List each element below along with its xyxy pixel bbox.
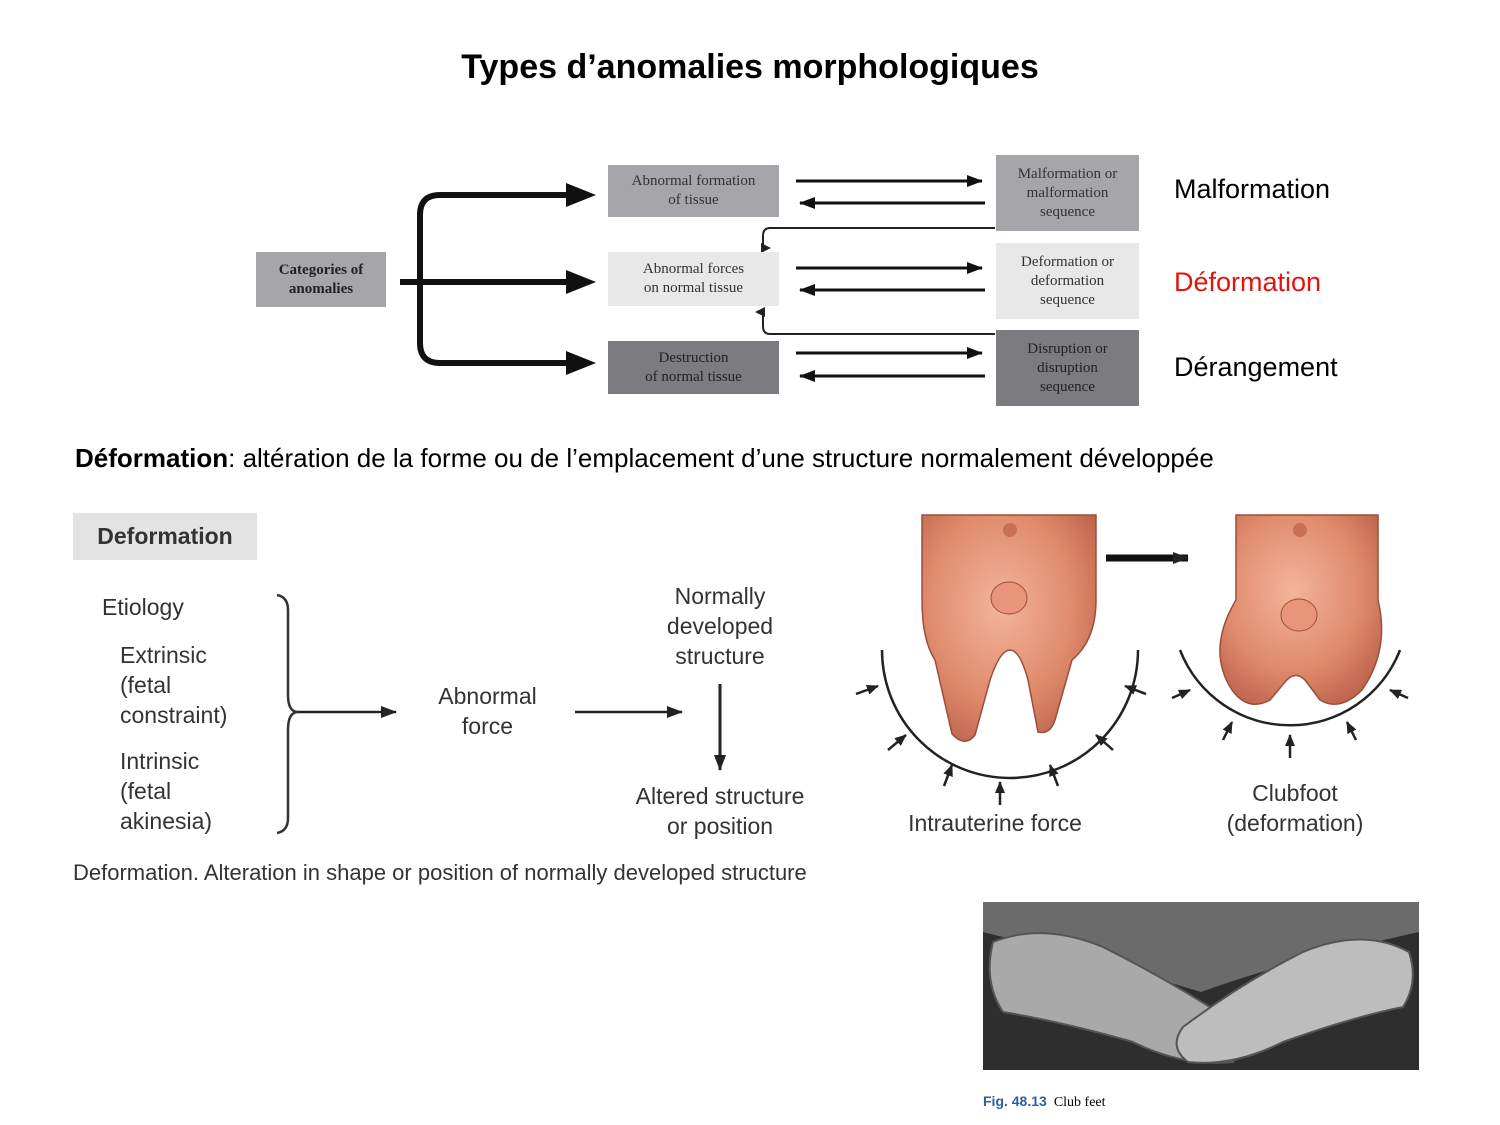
deformation-flow-diagram: [276, 514, 1409, 835]
infant-illustration-right: [1219, 514, 1383, 705]
double-arrow-malformation: [796, 175, 985, 209]
club-feet-photo: [983, 902, 1419, 1070]
categories-diagram: [400, 175, 995, 382]
etiology-label: Etiology: [102, 594, 184, 620]
normal-structure-label: Normally developed structure: [666, 583, 774, 669]
clubfoot-label: Clubfoot (deformation): [1226, 780, 1364, 836]
force-arrows-right: [1171, 688, 1409, 758]
feedback-arrow-top: [761, 227, 995, 253]
uterine-arc-left: [880, 649, 1140, 780]
photo-figure-number: Fig. 48.13: [983, 1093, 1047, 1109]
cause-box-forces: Abnormal forces on normal tissue: [608, 252, 779, 306]
definition-text: : altération de la forme ou de l’emplace…: [228, 443, 1214, 473]
intrauterine-force-label: Intrauterine force: [908, 810, 1082, 836]
cause-box-formation: Abnormal formation of tissue: [608, 165, 779, 217]
label-derangement: Dérangement: [1174, 352, 1338, 382]
cause-box-destruction: Destruction of normal tissue: [608, 341, 779, 394]
branch-bracket: [417, 192, 585, 280]
label-malformation: Malformation: [1174, 174, 1331, 204]
altered-structure-label: Altered structure or position: [635, 783, 805, 839]
outcome-box-malformation: Malformation or malformation sequence: [996, 155, 1139, 231]
figure-caption: Deformation. Alteration in shape or posi…: [73, 860, 807, 885]
outcome-box-deformation: Deformation or deformation sequence: [996, 243, 1139, 319]
definition-line: Déformation: altération de la forme ou d…: [75, 443, 1214, 474]
uterine-arc-right: [1178, 649, 1402, 727]
photo-caption: Fig. 48.13 Club feet: [983, 1093, 1106, 1111]
force-arrows-left: [855, 684, 1147, 805]
intrinsic-label: Intrinsic (fetal akinesia): [120, 748, 213, 834]
double-arrow-disruption: [796, 347, 985, 382]
infant-illustration-left: [921, 514, 1097, 742]
double-arrow-deformation: [796, 262, 985, 296]
etiology-brace: [276, 593, 299, 835]
categories-box: Categories of anomalies: [256, 252, 386, 307]
feedback-arrow-bottom: [755, 307, 995, 335]
extrinsic-label: Extrinsic (fetal constraint): [120, 642, 228, 728]
outcome-box-disruption: Disruption or disruption sequence: [996, 330, 1139, 406]
slide-title: Types d’anomalies morphologiques: [461, 48, 1039, 86]
photo-caption-text: Club feet: [1053, 1095, 1106, 1110]
abnormal-force-label: Abnormal force: [438, 683, 537, 739]
label-deformation: Déformation: [1174, 267, 1322, 297]
club-feet-drawing: [983, 902, 1419, 1070]
definition-term: Déformation: [75, 443, 229, 473]
deformation-header: Deformation: [73, 513, 257, 560]
